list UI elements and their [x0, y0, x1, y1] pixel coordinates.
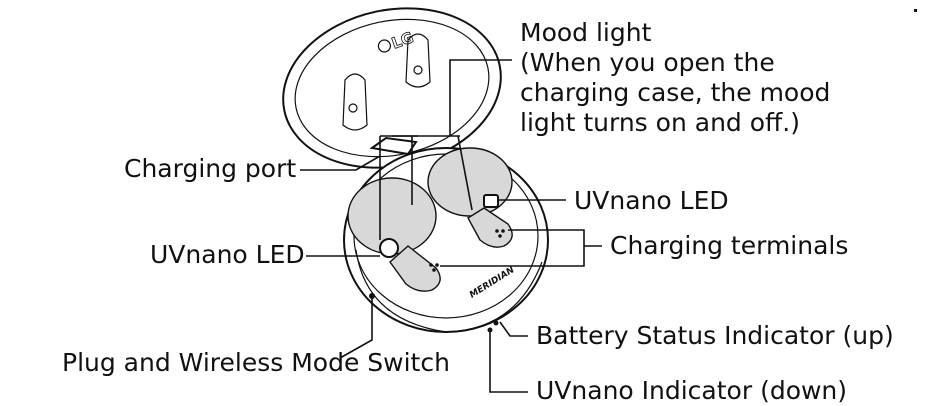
- switch-marker: [369, 293, 375, 299]
- label-uvnano-led-right: UVnano LED: [574, 186, 729, 215]
- earbud-left: [347, 177, 441, 292]
- charging-terminals-left: [429, 263, 439, 272]
- uvnano-led-left-marker: [379, 238, 399, 258]
- uvnano-indicator-marker: [487, 327, 493, 333]
- lid-cavity-left: [342, 73, 368, 131]
- label-charging-port: Charging port: [124, 154, 297, 183]
- uvnano-led-right-marker: [483, 194, 499, 208]
- leader-lines: [300, 59, 602, 393]
- charging-terminals-right: [495, 229, 505, 238]
- case-lid: [282, 7, 502, 169]
- corner-mark: [914, 9, 917, 12]
- label-mood-light: Mood light (When you open the charging c…: [520, 18, 831, 137]
- lid-cavity-right: [405, 33, 431, 88]
- case-hinge: [369, 136, 418, 156]
- label-battery-status-indicator: Battery Status Indicator (up): [536, 321, 894, 350]
- label-plug-wireless-switch: Plug and Wireless Mode Switch: [62, 348, 450, 377]
- battery-indicator-marker: [493, 320, 499, 326]
- label-charging-terminals: Charging terminals: [610, 231, 849, 260]
- label-uvnano-led-left: UVnano LED: [150, 240, 305, 269]
- label-uvnano-indicator: UVnano Indicator (down): [536, 376, 848, 405]
